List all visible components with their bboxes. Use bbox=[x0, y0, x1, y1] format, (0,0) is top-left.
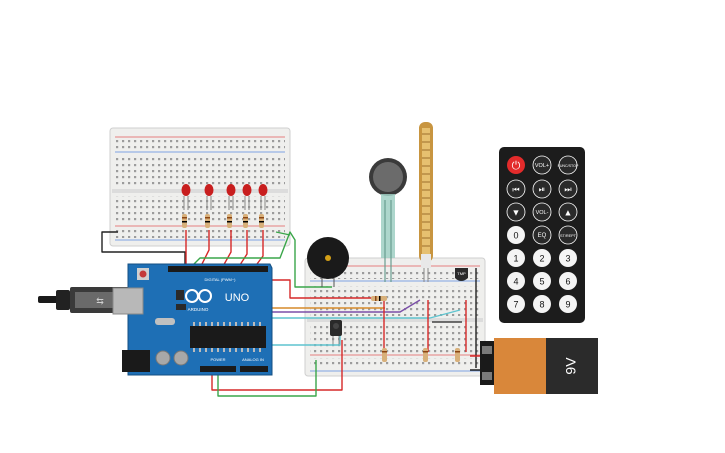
remote-rewind-button[interactable] bbox=[506, 179, 526, 199]
key-6-label: 6 bbox=[565, 277, 570, 287]
resistor[interactable] bbox=[382, 348, 387, 362]
fast-forward-icon: ⏭ bbox=[564, 185, 571, 194]
key-3-label: 3 bbox=[565, 254, 570, 264]
remote-key-3[interactable] bbox=[559, 249, 577, 267]
remote-down-button[interactable] bbox=[506, 202, 526, 222]
power-header-label: POWER bbox=[210, 357, 225, 362]
key-4-label: 4 bbox=[513, 277, 518, 287]
remote-play-pause-button[interactable] bbox=[532, 179, 552, 199]
ir-receiver[interactable] bbox=[330, 320, 342, 344]
key-0-label: 0 bbox=[513, 231, 518, 241]
remote-vol-up-button[interactable] bbox=[532, 155, 552, 175]
digital-header-label: DIGITAL (PWM~) bbox=[205, 277, 237, 282]
resistor[interactable] bbox=[205, 214, 210, 228]
red-wire[interactable] bbox=[221, 230, 232, 269]
arduino-model: UNO bbox=[225, 292, 250, 304]
battery-9v[interactable]: 9V bbox=[480, 338, 598, 394]
green-wire[interactable] bbox=[189, 231, 332, 288]
remote-key-6[interactable] bbox=[559, 272, 577, 290]
remote-eq-button[interactable] bbox=[532, 225, 552, 245]
remote-vol-down-button[interactable] bbox=[532, 202, 552, 222]
remote-key-2[interactable] bbox=[533, 249, 551, 267]
vol-up-label: VOL+ bbox=[535, 163, 549, 169]
analog-header-label: ANALOG IN bbox=[242, 357, 264, 362]
black-wire[interactable] bbox=[101, 231, 186, 265]
temperature-sensor[interactable]: TMP bbox=[455, 268, 468, 281]
red-wire[interactable] bbox=[237, 230, 248, 269]
led-row bbox=[181, 184, 268, 210]
green-wire[interactable] bbox=[275, 231, 291, 236]
led-resistors bbox=[182, 214, 264, 228]
remote-up-button[interactable] bbox=[558, 202, 578, 222]
red-led[interactable] bbox=[226, 184, 236, 210]
key-1-label: 1 bbox=[513, 254, 518, 264]
st-rept-label: ST/REPT bbox=[560, 234, 577, 238]
right-breadboard[interactable] bbox=[304, 257, 486, 377]
arduino-logo-icon bbox=[185, 289, 212, 303]
remote-key-0[interactable] bbox=[507, 226, 525, 244]
play-pause-icon: ⏯ bbox=[539, 185, 545, 194]
resistor[interactable] bbox=[227, 214, 232, 228]
force-sensor[interactable] bbox=[369, 158, 407, 282]
piezo-buzzer[interactable] bbox=[307, 237, 349, 287]
remote-func-stop-button[interactable] bbox=[558, 155, 578, 175]
remote-st-rept-button[interactable] bbox=[558, 225, 578, 245]
key-7-label: 7 bbox=[513, 300, 518, 310]
resistor[interactable] bbox=[243, 214, 248, 228]
tmp-label: TMP bbox=[457, 271, 466, 276]
key-9-label: 9 bbox=[565, 300, 570, 310]
remote-key-4[interactable] bbox=[507, 272, 525, 290]
ir-remote[interactable]: ⏻ VOL+ FUNC/STOP ⏮ ⏯ ⏭ ▼ VOL- ▲ 0 EQ ST/… bbox=[499, 147, 585, 323]
resistor[interactable] bbox=[423, 348, 428, 362]
resistor[interactable] bbox=[455, 348, 460, 362]
red-led[interactable] bbox=[204, 184, 214, 210]
red-wire[interactable] bbox=[199, 230, 210, 269]
vol-down-label: VOL- bbox=[536, 210, 549, 216]
arduino-brand: ARDUINO bbox=[188, 307, 209, 312]
resistor[interactable] bbox=[259, 214, 264, 228]
usb-icon: ⇆ bbox=[96, 296, 104, 306]
red-led[interactable] bbox=[181, 184, 191, 210]
remote-key-7[interactable] bbox=[507, 295, 525, 313]
down-arrow-icon: ▼ bbox=[512, 208, 521, 218]
battery-voltage-label: 9V bbox=[563, 357, 579, 375]
flex-sensor[interactable] bbox=[419, 122, 433, 282]
key-2-label: 2 bbox=[539, 254, 544, 264]
resistor[interactable] bbox=[182, 214, 187, 228]
remote-key-8[interactable] bbox=[533, 295, 551, 313]
sensor-resistors bbox=[371, 296, 460, 362]
arduino-uno[interactable]: DIGITAL (PWM~) ARDUINO UNO POWER A bbox=[112, 263, 273, 376]
remote-fast-forward-button[interactable] bbox=[558, 179, 578, 199]
green-wire[interactable] bbox=[217, 360, 317, 397]
remote-power-button[interactable] bbox=[507, 156, 525, 174]
red-led[interactable] bbox=[258, 184, 268, 210]
red-wire[interactable] bbox=[211, 340, 343, 391]
remote-key-5[interactable] bbox=[533, 272, 551, 290]
up-arrow-icon: ▲ bbox=[564, 208, 573, 218]
key-8-label: 8 bbox=[539, 300, 544, 310]
left-breadboard[interactable] bbox=[109, 127, 291, 247]
power-icon: ⏻ bbox=[512, 160, 521, 172]
resistor[interactable] bbox=[371, 296, 387, 301]
eq-label: EQ bbox=[538, 233, 547, 239]
remote-key-9[interactable] bbox=[559, 295, 577, 313]
func-stop-label: FUNC/STOP bbox=[558, 164, 579, 168]
key-5-label: 5 bbox=[539, 277, 544, 287]
red-led[interactable] bbox=[242, 184, 252, 210]
rewind-icon: ⏮ bbox=[512, 185, 519, 194]
remote-key-1[interactable] bbox=[507, 249, 525, 267]
